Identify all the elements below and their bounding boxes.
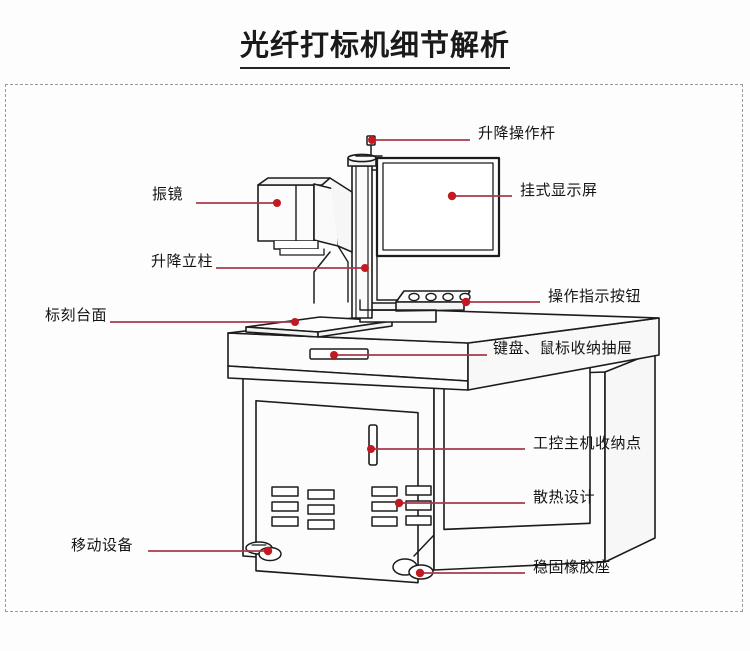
callout-label-operation-indicator-buttons: 操作指示按钮 — [548, 287, 642, 305]
diagram-frame — [5, 84, 743, 612]
callout-label-wall-mounted-display: 挂式显示屏 — [520, 181, 598, 199]
callout-label-keyboard-mouse-drawer: 键盘、鼠标收纳抽屉 — [493, 339, 633, 357]
callout-label-lift-operating-lever: 升降操作杆 — [478, 124, 556, 142]
callout-label-marking-table-surface: 标刻台面 — [45, 306, 108, 324]
callout-label-heat-dissipation-design: 散热设计 — [533, 488, 596, 506]
callout-label-lift-column: 升降立柱 — [151, 252, 214, 270]
callout-label-stabilizing-rubber-foot: 稳固橡胶座 — [533, 558, 611, 576]
callout-label-galvo-scanner: 振镜 — [152, 185, 184, 203]
page-title: 光纤打标机细节解析 — [0, 22, 750, 69]
callout-label-industrial-pc-storage: 工控主机收纳点 — [533, 434, 642, 452]
callout-label-mobile-caster: 移动设备 — [71, 536, 134, 554]
page-title-text: 光纤打标机细节解析 — [239, 22, 510, 69]
